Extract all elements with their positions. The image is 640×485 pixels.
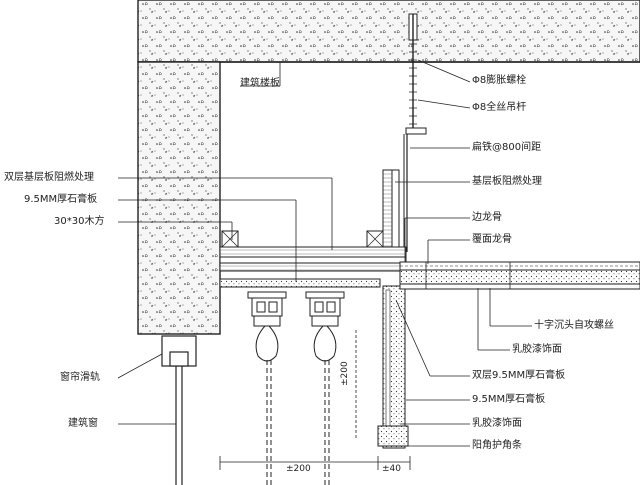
curtain-track-right	[305, 291, 345, 485]
dimension-lines	[219, 330, 411, 470]
ceiling-base-boards	[219, 246, 407, 288]
label-cross-screw: 十字沉头自攻螺丝	[534, 320, 614, 331]
label-double-base-board: 双层基层板阻燃处理	[4, 172, 94, 183]
building-slab-hatch	[137, 0, 640, 63]
building-wall-hatch	[137, 61, 221, 335]
dimension-40: ±40	[382, 464, 401, 474]
wood-block-left	[221, 230, 239, 248]
label-hanger-rod: Φ8全丝吊杆	[472, 102, 527, 113]
hanger-rod	[405, 13, 427, 135]
label-gypsum-95-b: 9.5MM厚石膏板	[472, 394, 546, 405]
label-wood-30: 30*30木方	[54, 216, 105, 227]
label-flat-iron: 扁铁@800间距	[472, 142, 542, 153]
label-latex-paint-1: 乳胶漆饰面	[512, 344, 562, 355]
label-double-gypsum: 双层9.5MM厚石膏板	[472, 370, 566, 381]
label-corner-bead: 阳角护角条	[472, 440, 522, 451]
label-expansion-bolt: Φ8膨胀螺栓	[472, 75, 527, 86]
window-rail	[161, 335, 197, 485]
label-cover-keel: 覆面龙骨	[472, 234, 512, 245]
dimension-200-vertical: ±200	[340, 361, 350, 386]
label-latex-paint-2: 乳胶漆饰面	[472, 418, 522, 429]
right-ceiling	[399, 261, 640, 290]
label-building-slab: 建筑楼板	[240, 78, 280, 89]
wood-block-right	[366, 230, 384, 248]
label-gypsum-95: 9.5MM厚石膏板	[24, 194, 98, 205]
label-building-window: 建筑窗	[68, 418, 98, 429]
label-curtain-rail: 窗帘滑轨	[60, 372, 100, 383]
label-edge-keel: 边龙骨	[472, 212, 502, 223]
leader-lines	[117, 59, 532, 447]
flat-iron	[403, 134, 408, 252]
dimension-200-horizontal: ±200	[286, 464, 311, 474]
curtain-track-left	[247, 291, 287, 485]
label-base-board-fire: 基层板阻燃处理	[472, 176, 542, 187]
